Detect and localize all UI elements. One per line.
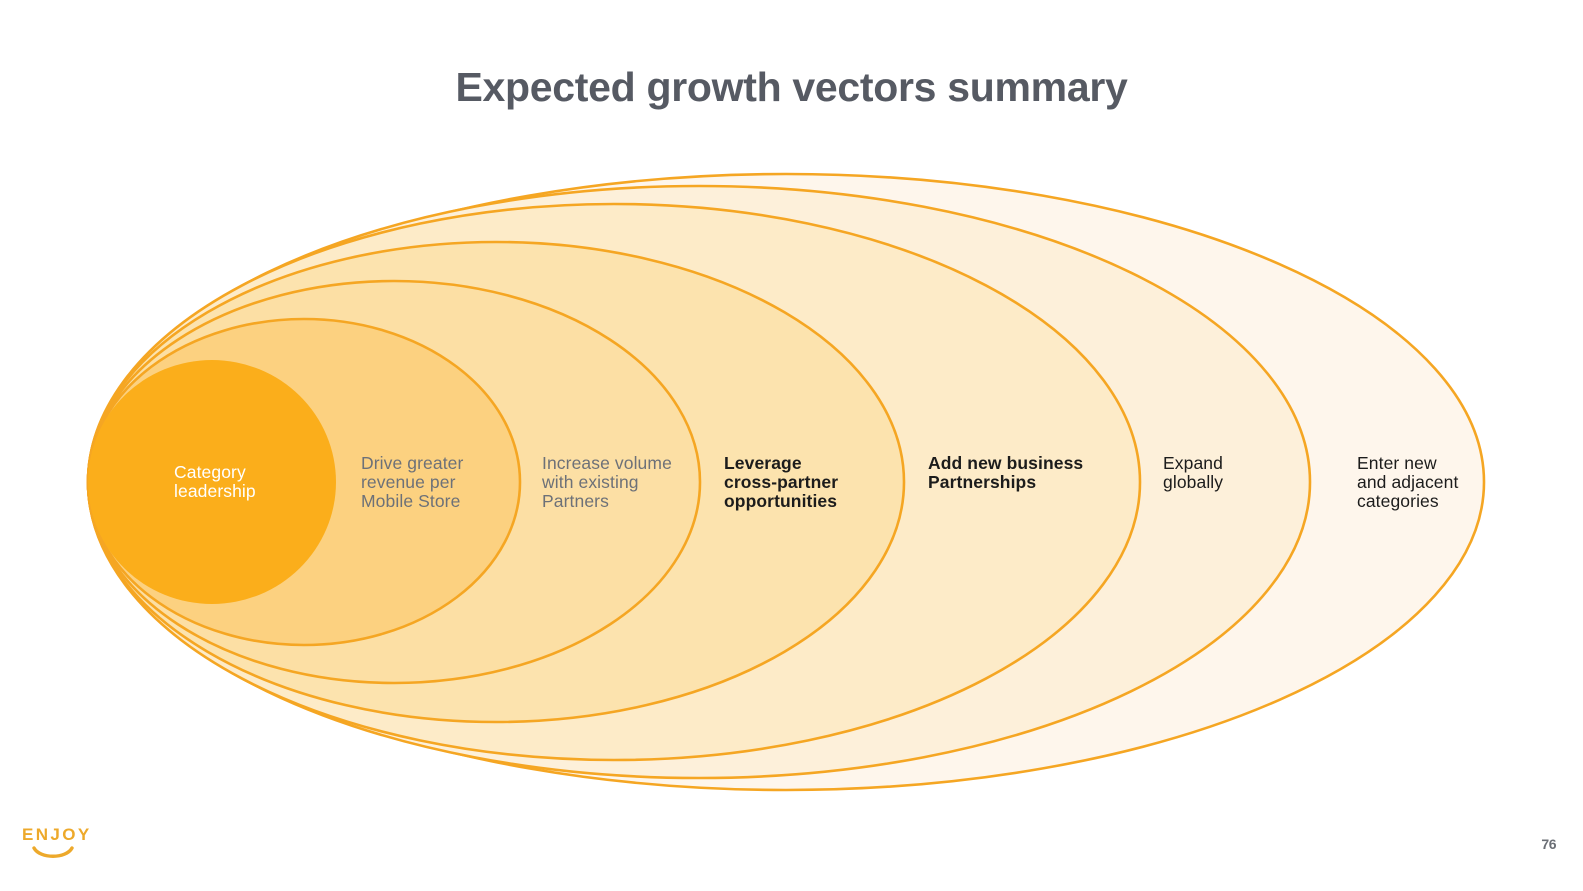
smile-curve-icon [32,846,142,865]
page-title: Expected growth vectors summary [455,64,1128,110]
growth-vector-label-3: Leverage cross-partner opportunities [724,453,839,511]
growth-vector-label-2: Increase volume with existing Partners [542,453,672,511]
ellipse-group [86,172,1486,792]
growth-vector-label-6: Enter new and adjacent categories [1357,453,1459,511]
growth-vector-ellipse-0[interactable] [88,360,336,604]
growth-vector-label-5: Expand globally [1163,453,1224,492]
brand-logo: ENJOY [22,826,142,874]
brand-wordmark: ENJOY [22,825,92,844]
growth-vector-label-4: Add new business Partnerships [928,453,1084,492]
page-number: 76 [1541,836,1556,852]
growth-vector-label-1: Drive greater revenue per Mobile Store [361,453,464,511]
growth-vector-label-0: Category leadership [174,462,256,501]
